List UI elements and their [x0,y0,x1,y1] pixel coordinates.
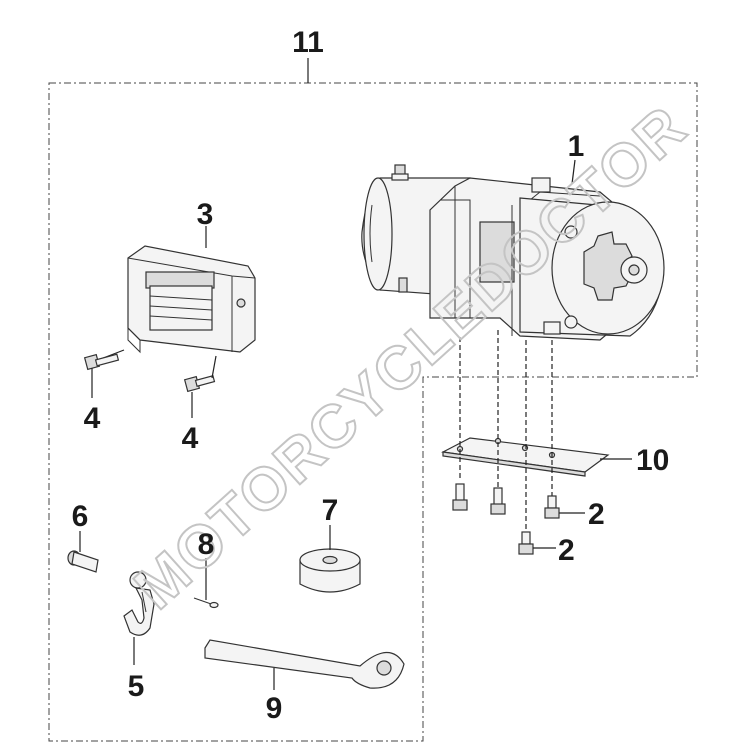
callout-7: 7 [322,494,339,527]
callout-9: 9 [266,692,283,725]
callout-1: 1 [568,130,585,163]
callout-2b: 2 [558,534,575,567]
callout-11: 11 [292,26,324,59]
callout-6: 6 [72,500,89,533]
winch-assembly [361,164,665,341]
bolt-4-left [83,349,125,371]
callout-4b: 4 [182,422,199,455]
clevis-pin [67,550,99,573]
callout-5: 5 [128,670,145,703]
assembly-boundary [48,82,698,742]
bolt-2-set [452,483,560,555]
leader-1 [571,159,576,185]
hook-stopper [299,548,361,593]
roller-fairlead [127,245,256,354]
bolt-4-right [183,355,217,393]
callout-2a: 2 [588,498,605,531]
alignment-lines [459,330,553,532]
winch-hook [123,571,155,636]
callout-4a: 4 [84,402,101,435]
hook-strap [204,639,405,689]
cotter-pin [193,597,219,609]
callout-8: 8 [198,528,215,561]
callout-3: 3 [197,198,214,231]
callout-10: 10 [636,444,669,477]
